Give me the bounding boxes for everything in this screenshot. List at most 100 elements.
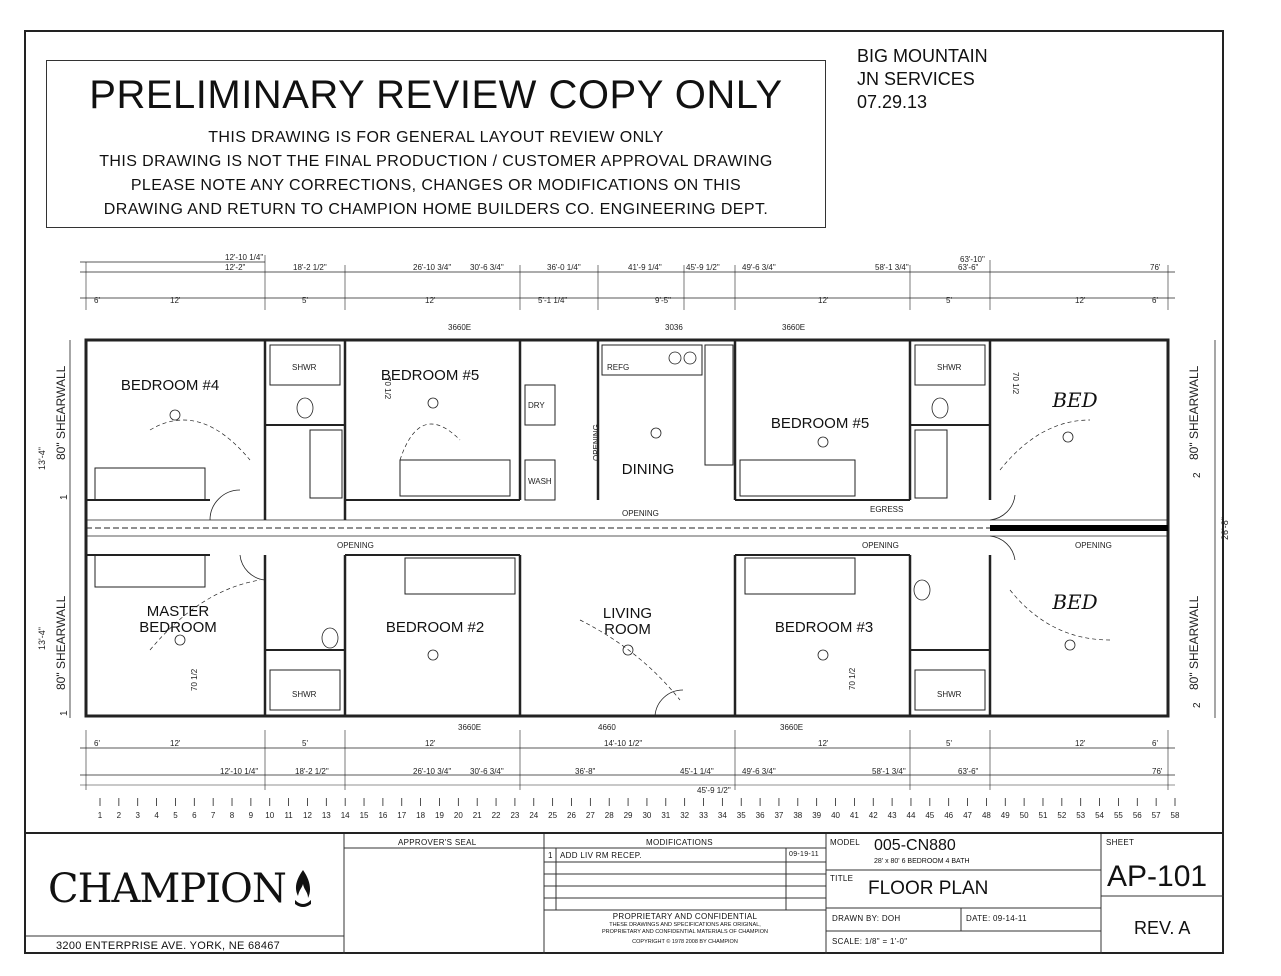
dim-top-row2-0: 12'-2": [225, 263, 246, 272]
ruler-number: 45: [925, 811, 934, 820]
ruler-number: 1: [98, 811, 103, 820]
stamp-line-2: JN SERVICES: [857, 69, 975, 89]
ruler-number: 29: [624, 811, 633, 820]
dim-70-1: 70 1/2: [383, 377, 392, 400]
drawing-sheet-border: [24, 30, 1224, 954]
ruler-number: 52: [1057, 811, 1066, 820]
dim-bottom-row2-2: 26'-10 3/4": [413, 767, 451, 776]
dim-bottom-row1-3: 12': [425, 739, 436, 748]
shearwall-right-bottom: 80" SHEARWALL: [1187, 595, 1201, 690]
model-number: 005-CN880: [874, 837, 956, 854]
room-bedroom-2: BEDROOM #2: [385, 619, 485, 636]
ruler-number: 26: [567, 811, 576, 820]
dim-top-row3-3: 12': [425, 296, 436, 305]
dim-top-extra: 63'-10": [960, 255, 985, 264]
mod-row-number: 1: [548, 851, 553, 860]
window-label-5: 3660E: [780, 723, 803, 732]
ruler-number: 42: [869, 811, 878, 820]
ruler-number: 2: [117, 811, 122, 820]
proprietary-line-2: PROPRIETARY AND CONFIDENTIAL MATERIALS O…: [602, 929, 768, 935]
ruler-number: 27: [586, 811, 595, 820]
ruler-number: 16: [378, 811, 387, 820]
dim-top-row2-6: 45'-9 1/2": [686, 263, 720, 272]
window-label-4: 3660E: [458, 723, 481, 732]
window-label-1: 3660E: [448, 323, 471, 332]
room-living-room: LIVING ROOM: [602, 605, 653, 638]
side-dim-right: 26'-8": [1220, 517, 1230, 540]
room-master-bedroom: MASTER BEDROOM: [139, 603, 217, 636]
ruler-number: 50: [1020, 811, 1029, 820]
ruler-number: 38: [793, 811, 802, 820]
ruler-number: 46: [944, 811, 953, 820]
proprietary-label: PROPRIETARY AND CONFIDENTIAL: [612, 912, 758, 921]
proprietary-line-1: THESE DRAWINGS AND SPECIFICATIONS ARE OR…: [609, 922, 761, 928]
room-bedroom-4: BEDROOM #4: [120, 377, 220, 394]
stamp-line-3: 07.29.13: [857, 92, 928, 112]
ruler-number: 17: [397, 811, 406, 820]
room-bedroom-5-right: BEDROOM #5: [770, 415, 870, 432]
ruler-number: 48: [982, 811, 991, 820]
shearwall-left-top: 80" SHEARWALL: [54, 365, 68, 460]
ruler-number: 58: [1171, 811, 1180, 820]
shower-label-2: SHWR: [937, 363, 962, 372]
ruler-number: 22: [492, 811, 501, 820]
dim-top-row2-4: 36'-0 1/4": [547, 263, 581, 272]
dim-bottom-row2-8: 63'-6": [958, 767, 979, 776]
modifications-label: MODIFICATIONS: [646, 838, 713, 847]
dim-70-3: 70 1/2: [190, 668, 199, 691]
opening-label-4: OPENING: [1075, 541, 1112, 550]
notice-line-1: THIS DRAWING IS FOR GENERAL LAYOUT REVIE…: [208, 129, 664, 146]
dim-top-row3-0: 6': [94, 296, 100, 305]
dim-top-row2-9: 63'-6": [958, 263, 979, 272]
notice-line-4: DRAWING AND RETURN TO CHAMPION HOME BUIL…: [103, 201, 769, 218]
ruler-number: 33: [699, 811, 708, 820]
dim-top-row2-3: 30'-6 3/4": [470, 263, 504, 272]
shearwall-mark-1a: 1: [59, 494, 70, 500]
dim-bottom-extra: 45'-9 1/2": [697, 786, 731, 795]
room-bedroom-5-left: BEDROOM #5: [380, 367, 480, 384]
dim-top-row3-2: 5': [302, 296, 308, 305]
shower-label-4: SHWR: [937, 690, 962, 699]
ruler-number: 14: [341, 811, 350, 820]
side-dim-left-bottom: 13'-4": [37, 627, 47, 650]
ruler-number: 8: [230, 811, 235, 820]
ruler-number: 25: [548, 811, 557, 820]
title-block: CHAMPION 3200 ENTERPRISE AVE. YORK, NE 6…: [26, 832, 1224, 954]
sheet-number: AP-101: [1107, 860, 1208, 893]
title-block-grid: [26, 834, 1224, 954]
sheet-label: SHEET: [1106, 838, 1135, 847]
ruler-number: 49: [1001, 811, 1010, 820]
dim-bottom-row2-1: 18'-2 1/2": [295, 767, 329, 776]
dim-top-row3-9: 6': [1152, 296, 1158, 305]
ruler-number: 39: [812, 811, 821, 820]
opening-label-5: OPENING: [592, 424, 601, 461]
dim-70-2: 70 1/2: [1011, 372, 1020, 395]
shower-label-1: SHWR: [292, 363, 317, 372]
ruler-number: 55: [1114, 811, 1123, 820]
floor-plan-drawing: 80" SHEARWALL 80" SHEARWALL 80" SHEARWAL…: [37, 253, 1230, 820]
shower-label-3: SHWR: [292, 690, 317, 699]
notice-line-3: PLEASE NOTE ANY CORRECTIONS, CHANGES OR …: [130, 177, 742, 194]
dim-bottom-row2-7: 58'-1 3/4": [872, 767, 906, 776]
washer-label: WASH: [528, 477, 552, 486]
ruler-number: 41: [850, 811, 859, 820]
champion-flame-icon: [290, 868, 316, 908]
ruler-number: 31: [661, 811, 670, 820]
ruler-number: 56: [1133, 811, 1142, 820]
room-dining: DINING: [621, 461, 675, 478]
ruler-number: 37: [774, 811, 783, 820]
title-label: TITLE: [830, 874, 854, 883]
notice-title: PRELIMINARY REVIEW COPY ONLY: [89, 73, 783, 117]
ruler-number: 3: [135, 811, 140, 820]
dim-bottom-row2-6: 49'-6 3/4": [742, 767, 776, 776]
dim-top-row2-2: 26'-10 3/4": [413, 263, 451, 272]
dim-top-row1-0: 12'-10 1/4": [225, 253, 263, 262]
ruler-number: 23: [510, 811, 519, 820]
room-bed-bottom: BED: [1052, 590, 1098, 614]
dim-bottom-row2-0: 12'-10 1/4": [220, 767, 258, 776]
dim-bottom-row1-0: 6': [94, 739, 100, 748]
ruler-number: 54: [1095, 811, 1104, 820]
ruler-number: 47: [963, 811, 972, 820]
revision: REV. A: [1134, 918, 1191, 938]
